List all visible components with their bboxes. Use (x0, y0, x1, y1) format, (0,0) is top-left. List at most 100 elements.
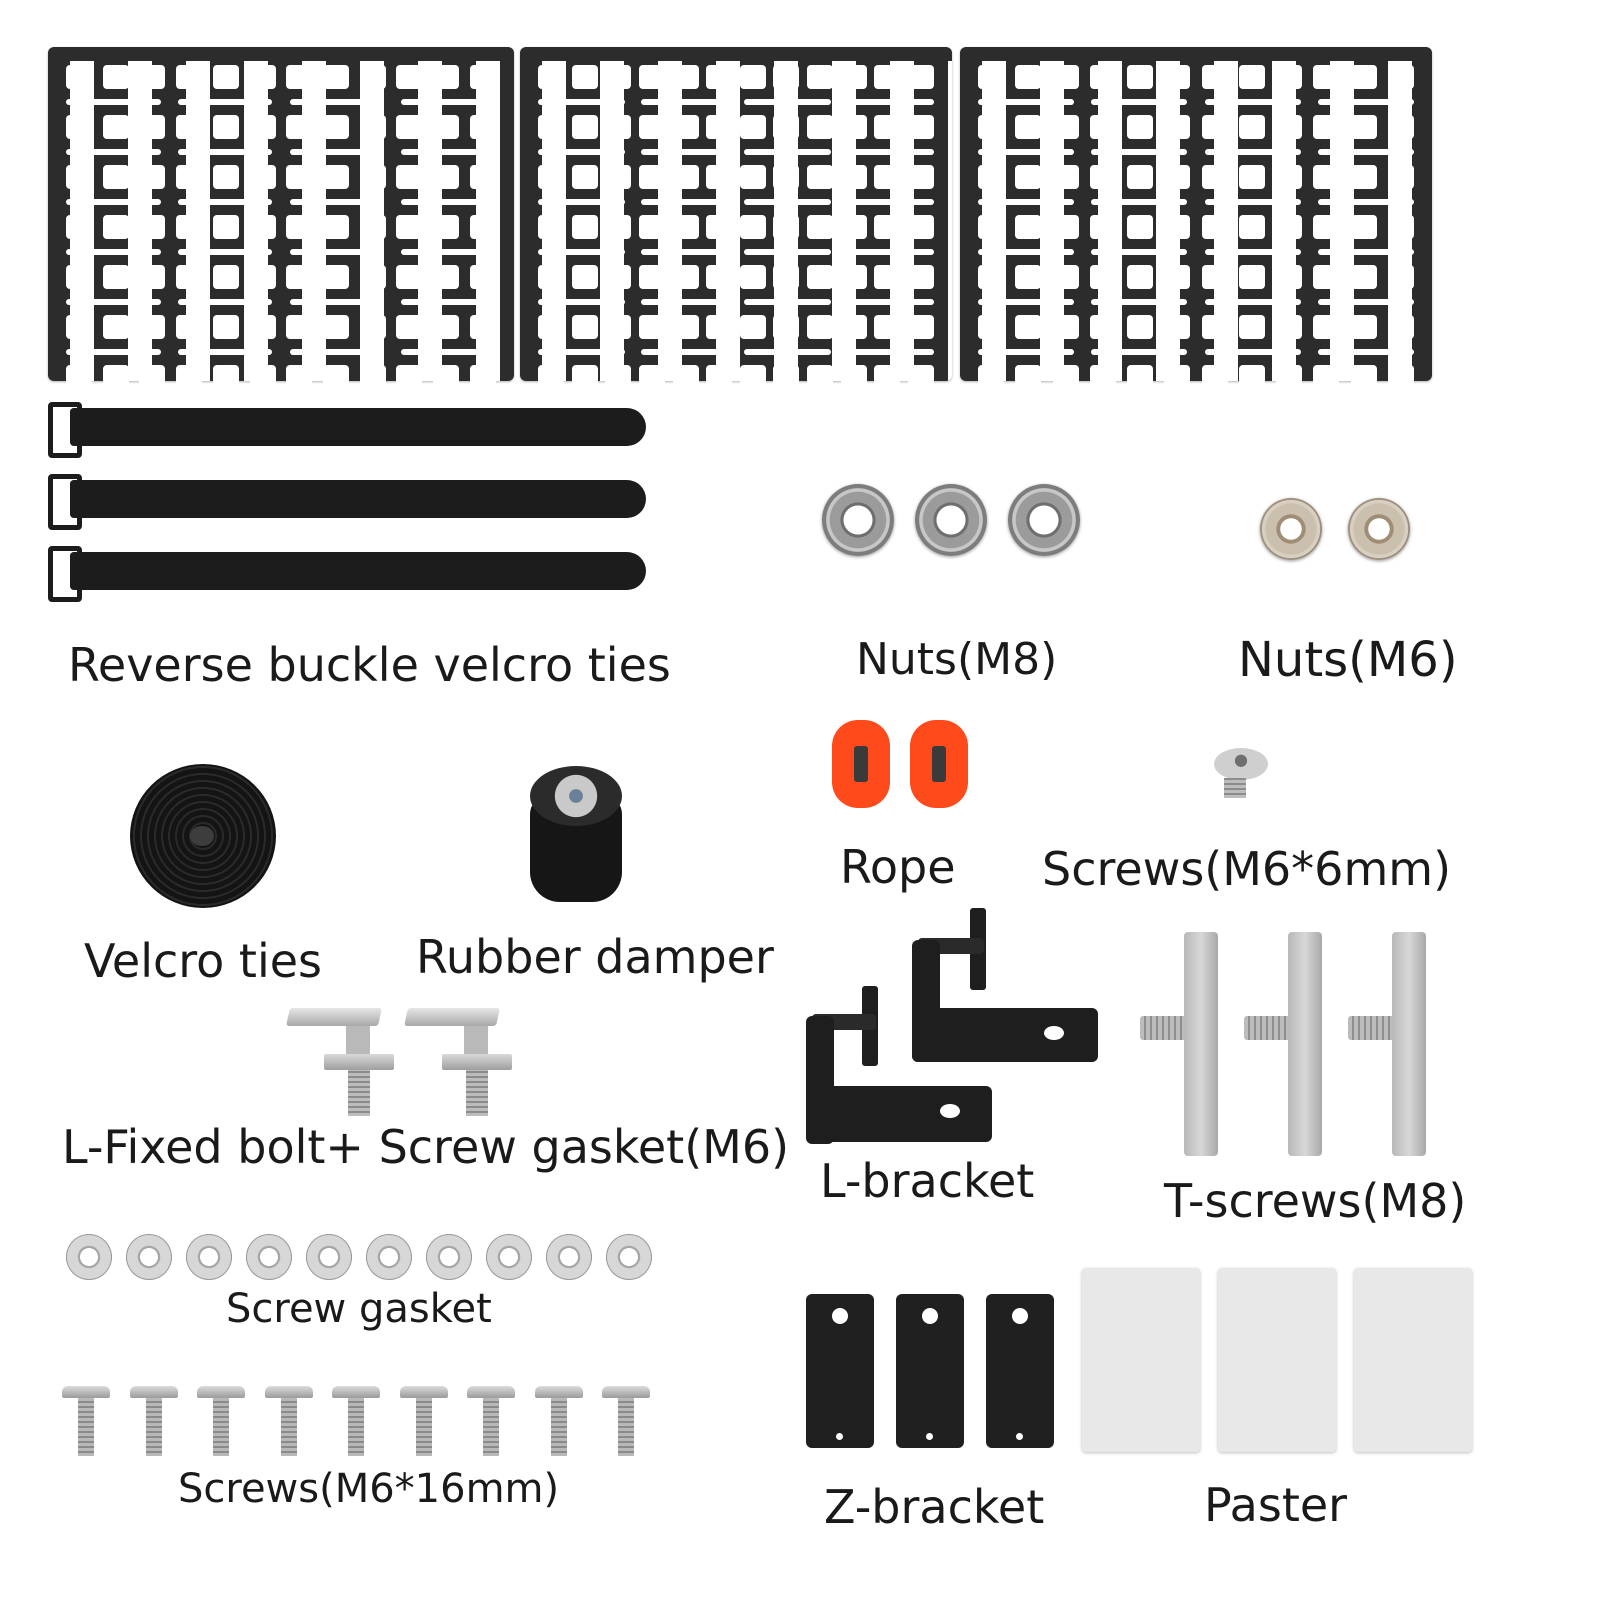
panel-hole (396, 365, 423, 389)
panel-slot (1091, 299, 1188, 305)
panel-hole (323, 265, 350, 289)
label-velcro-ties: Velcro ties (84, 934, 323, 988)
panel-hole (978, 365, 1004, 389)
screw-gasket-icon (426, 1234, 472, 1280)
panel-hole (249, 365, 276, 389)
screw-m6-16-icon (129, 1386, 178, 1456)
screw-m6-16-icon (399, 1386, 448, 1456)
panel-hole (433, 165, 460, 189)
panel-hole (1201, 365, 1228, 389)
nut-m8-icon (822, 484, 894, 556)
t-screw-icon (1140, 932, 1220, 1156)
panel-hole (739, 65, 766, 89)
panel-hole (249, 115, 276, 139)
panel-hole (1350, 315, 1377, 339)
panel-slot (538, 199, 626, 205)
panel-hole (1238, 365, 1265, 389)
panel-hole (1313, 65, 1340, 89)
panel-hole (907, 265, 934, 289)
panel-hole-row (538, 65, 934, 89)
panel-hole (396, 215, 423, 239)
panel-hole (1015, 165, 1042, 189)
label-screws-m6-16mm: Screws(M6*16mm) (178, 1466, 560, 1512)
panel-hole (433, 65, 460, 89)
panel-hole-row (978, 365, 1414, 389)
panel-hole (672, 65, 699, 89)
panel-hole (396, 315, 423, 339)
panel-hole (807, 115, 833, 139)
panel-hole (672, 365, 699, 389)
panel-hole (538, 215, 564, 239)
panel-hole (1201, 215, 1228, 239)
panel-slot (289, 199, 385, 205)
screw-gasket-icon (246, 1234, 292, 1280)
panel-hole (469, 265, 496, 289)
panel-slot (743, 249, 832, 255)
panel-hole (739, 165, 766, 189)
nut-m6-icon (1260, 498, 1322, 560)
panel-hole-row (978, 315, 1414, 339)
panel-hole (1089, 315, 1116, 339)
nut-m8-icon (1008, 484, 1080, 556)
panel-hole (139, 115, 166, 139)
panel-hole (907, 215, 934, 239)
panel-hole (1164, 165, 1191, 189)
panel-hole (249, 165, 276, 189)
panel-hole (176, 65, 203, 89)
panel-hole (1127, 265, 1154, 289)
panel-hole (538, 115, 564, 139)
panel-hole (907, 315, 934, 339)
panel-hole (1201, 315, 1228, 339)
velcro-strap (70, 552, 646, 590)
panel-hole (571, 265, 598, 289)
panel-hole (874, 315, 901, 339)
panel-hole (469, 365, 496, 389)
l-bracket-icon (910, 908, 1100, 1066)
panel-slot (289, 249, 385, 255)
panel-slot (66, 349, 161, 355)
label-l-bracket: L-bracket (820, 1154, 1035, 1208)
label-reverse-buckle-velcro-ties: Reverse buckle velcro ties (68, 638, 671, 692)
screw-gasket-icon (546, 1234, 592, 1280)
panel-slot (1204, 149, 1301, 155)
screw-m6-16-icon (534, 1386, 583, 1456)
panel-hole (739, 215, 766, 239)
panel-slot (1204, 299, 1301, 305)
panel-slot (289, 99, 385, 105)
panel-hole (66, 365, 92, 389)
panel-hole (1201, 265, 1228, 289)
panel-slot-row (66, 249, 496, 255)
panel-hole (807, 265, 833, 289)
panel-slot (978, 349, 1074, 355)
panel-hole (978, 165, 1004, 189)
panel-hole (176, 265, 203, 289)
panel-hole (323, 165, 350, 189)
panel-hole (638, 165, 665, 189)
panel-hole (1052, 315, 1079, 339)
panel-hole (1164, 365, 1191, 389)
panel-hole (433, 265, 460, 289)
panel-slot (66, 99, 161, 105)
panel-slot (743, 349, 832, 355)
label-rubber-damper: Rubber damper (416, 930, 774, 984)
panel-slot (1318, 99, 1414, 105)
panel-hole (840, 315, 867, 339)
panel-hole (907, 65, 934, 89)
panel-hole (212, 365, 239, 389)
panel-hole (1313, 165, 1340, 189)
panel-hole (672, 315, 699, 339)
panel-hole (1127, 315, 1154, 339)
panel-hole (638, 215, 665, 239)
panel-hole (773, 65, 800, 89)
panel-slot-row (538, 99, 934, 105)
panel-hole (1387, 265, 1414, 289)
panel-hole (176, 115, 203, 139)
panel-hole (359, 65, 386, 89)
panel-hole (1350, 165, 1377, 189)
panel-hole (1276, 265, 1303, 289)
panel-hole (396, 265, 423, 289)
screw-gasket-icon (306, 1234, 352, 1280)
panel-hole (102, 115, 129, 139)
panel-hole (1350, 215, 1377, 239)
panel-hole (1350, 115, 1377, 139)
